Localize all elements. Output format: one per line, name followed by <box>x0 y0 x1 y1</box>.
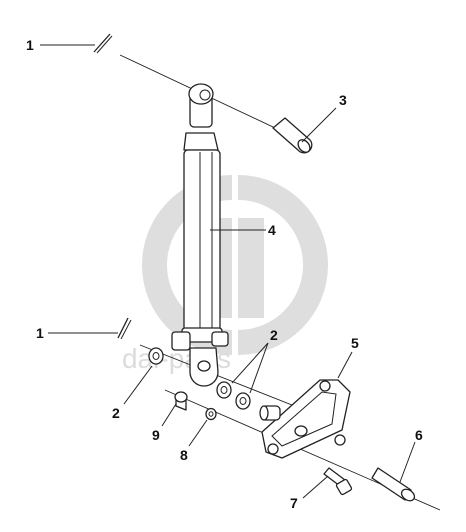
callout-labels: 1 3 4 1 2 5 2 9 8 6 7 <box>26 37 423 511</box>
callout-1-top: 1 <box>26 37 34 53</box>
cotter-pin-bottom <box>117 317 132 340</box>
washers-2 <box>148 347 251 410</box>
callout-1-bottom: 1 <box>36 325 44 341</box>
pin-6 <box>371 467 416 502</box>
callout-5: 5 <box>351 335 359 351</box>
callout-8: 8 <box>180 447 188 463</box>
bolt-7 <box>323 467 353 496</box>
callout-9: 9 <box>152 427 160 443</box>
callout-7: 7 <box>290 495 298 511</box>
callout-2-left: 2 <box>112 405 120 421</box>
strut-cylinder-4 <box>171 83 229 387</box>
callout-2-right: 2 <box>270 327 278 343</box>
bushing-9 <box>174 391 188 411</box>
mounting-bracket-5 <box>259 379 351 459</box>
clevis-pin-3 <box>272 117 313 154</box>
callout-4: 4 <box>268 222 276 238</box>
callout-3: 3 <box>339 92 347 108</box>
callout-leaders <box>40 44 416 499</box>
cotter-pin-top <box>93 33 113 54</box>
callout-6: 6 <box>415 427 423 443</box>
nut-8 <box>205 407 217 421</box>
